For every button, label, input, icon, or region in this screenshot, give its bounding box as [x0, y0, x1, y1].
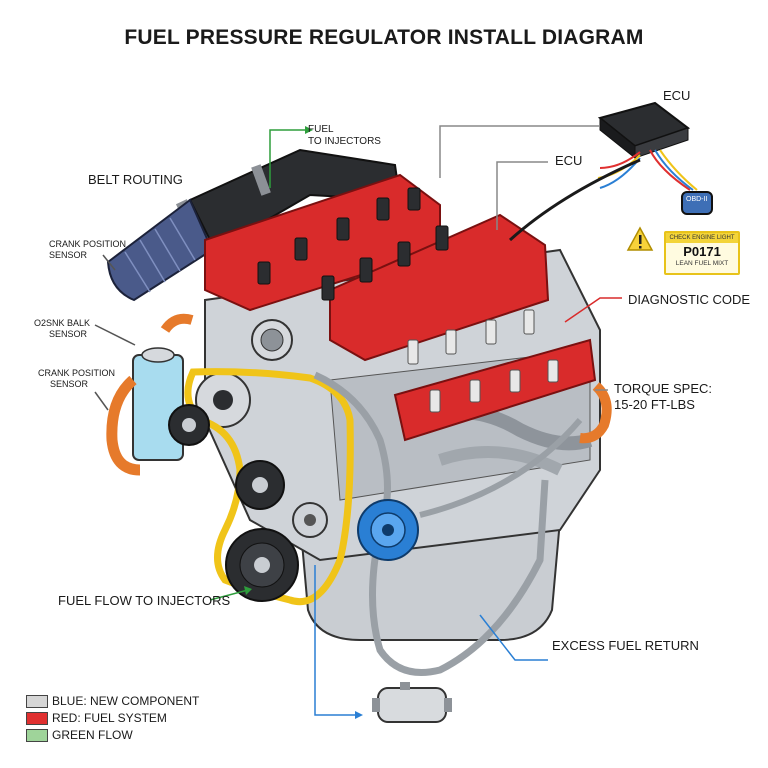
leader-lines: [94, 125, 622, 716]
pulleys: [168, 404, 328, 602]
ecu-harness: [508, 158, 641, 242]
fuel-pressure-regulator: [357, 499, 419, 561]
radiator-hose-left: [106, 375, 141, 476]
ecu-wires: [597, 149, 698, 191]
front-valve-cover: [329, 213, 550, 362]
legend-swatch-red: [26, 712, 48, 725]
fuel-flow-label: FUEL FLOW TO INJECTORS: [58, 593, 231, 608]
crank-sensor-top-label-2: SENSOR: [49, 250, 88, 260]
fuel-filter: [372, 682, 452, 723]
radiator-hose-right: [579, 382, 612, 444]
exhaust-manifold-2: [438, 446, 563, 476]
check-engine-header: CHECK ENGINE LIGHT: [666, 233, 738, 243]
arrow-fuel-filter: [355, 711, 363, 719]
legend-label-green: GREEN FLOW: [52, 728, 133, 742]
diagram-title: FUEL PRESSURE REGULATOR INSTALL DIAGRAM: [124, 26, 644, 49]
legend-label-blue: BLUE: NEW COMPONENT: [52, 694, 200, 708]
intake-band-2: [251, 164, 271, 196]
legend-label-red: RED: FUEL SYSTEM: [52, 711, 167, 725]
legend-swatch-blue: [26, 695, 48, 708]
ecu-mid-label: ECU: [555, 153, 583, 168]
air-filter-pleats: [124, 217, 196, 293]
o2-sensor-label-1: O2SNK BALK: [34, 318, 91, 328]
trouble-code: P0171: [683, 244, 721, 259]
torque-spec-label-2: 15-20 FT-LBS: [614, 397, 695, 412]
air-filter: [106, 198, 214, 302]
arrow-fuel-flow: [244, 586, 252, 595]
crank-sensor-low-label-1: CRANK POSITION: [38, 368, 116, 378]
arrow-fuel-top: [305, 126, 313, 134]
check-engine-card: CHECK ENGINE LIGHT P0171 LEAN FUEL MIXT: [664, 231, 740, 275]
trouble-code-description: LEAN FUEL MIXT: [675, 260, 729, 267]
diagnostic-code-label: DIAGNOSTIC CODE: [628, 292, 751, 307]
crank-sensor-top-label-1: CRANK POSITION: [49, 239, 127, 249]
spark-plugs: [407, 309, 559, 413]
fuel-line-supply: [313, 371, 549, 676]
crank-sensor-low-label-2: SENSOR: [50, 379, 89, 389]
obd-connector: [681, 191, 713, 215]
fuel-to-injectors-label-1: FUEL: [308, 124, 334, 135]
injectors-rear: [257, 187, 421, 285]
warning-icon: [626, 226, 654, 251]
torque-spec-label-1: TORQUE SPEC:: [614, 381, 713, 396]
coolant-reservoir: [132, 354, 184, 461]
serpentine-belt: [184, 368, 354, 605]
ecu-top-label: ECU: [663, 88, 691, 103]
radiator-hose-top: [160, 313, 194, 333]
o2-sensor-label-2: SENSOR: [49, 329, 88, 339]
excess-fuel-return-label: EXCESS FUEL RETURN: [552, 638, 699, 653]
fuel-rail: [393, 338, 597, 442]
obd-connector-label: OBD-II: [686, 196, 708, 203]
fuel-to-injectors-label-2: TO INJECTORS: [308, 136, 381, 147]
belt-routing-label: BELT ROUTING: [88, 172, 183, 187]
legend-swatch-green: [26, 729, 48, 742]
injectors-front: [321, 225, 449, 301]
fuel-line-return: [419, 418, 583, 518]
